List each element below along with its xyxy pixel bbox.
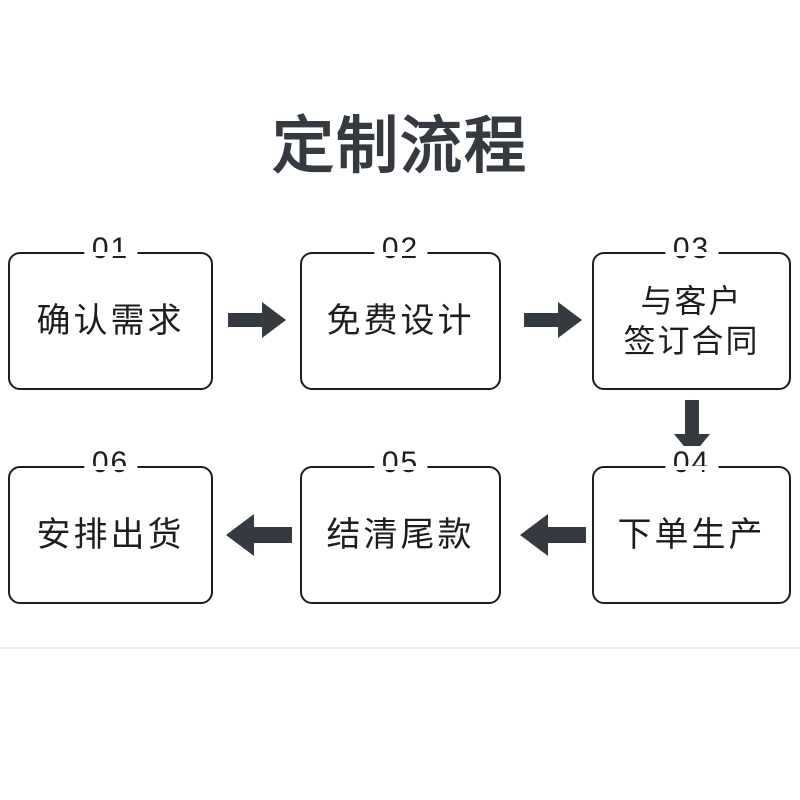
arrow-left-icon-05-06 [224, 508, 294, 562]
step-label-03: 与客户 签订合同 [623, 283, 760, 359]
step-label-01: 确认需求 [36, 302, 185, 340]
step-number-03: 03 [664, 232, 719, 266]
step-number-02: 02 [373, 232, 428, 266]
step-number-border-gap [84, 466, 137, 470]
step-number-border-gap [374, 466, 427, 470]
flow-step-05[interactable]: 05 结清尾款 [300, 446, 501, 604]
step-label-04: 下单生产 [617, 516, 766, 554]
flow-step-06[interactable]: 06 安排出货 [8, 446, 213, 604]
arrow-right-icon-02-03 [522, 296, 584, 344]
step-number-border-gap [84, 252, 137, 256]
flow-step-04[interactable]: 04 下单生产 [592, 446, 791, 604]
step-number-border-gap [374, 252, 427, 256]
step-label-02: 免费设计 [326, 302, 475, 340]
arrow-left-icon-04-05 [518, 508, 588, 562]
step-number-border-gap [665, 466, 718, 470]
arrow-down-icon-03-04 [668, 398, 716, 458]
step-number-01: 01 [83, 232, 138, 266]
step-number-06: 06 [83, 446, 138, 480]
flow-step-02[interactable]: 02 免费设计 [300, 232, 501, 390]
step-number-border-gap [665, 252, 718, 256]
step-label-06: 安排出货 [36, 516, 185, 554]
page-title: 定制流程 [271, 112, 528, 181]
step-number-05: 05 [373, 446, 428, 480]
arrow-right-icon-01-02 [226, 296, 288, 344]
step-number-04: 04 [664, 446, 719, 480]
flow-step-03[interactable]: 03 与客户 签订合同 [592, 232, 791, 390]
step-label-05: 结清尾款 [326, 516, 475, 554]
footer-divider [0, 647, 800, 649]
flow-step-01[interactable]: 01 确认需求 [8, 232, 213, 390]
